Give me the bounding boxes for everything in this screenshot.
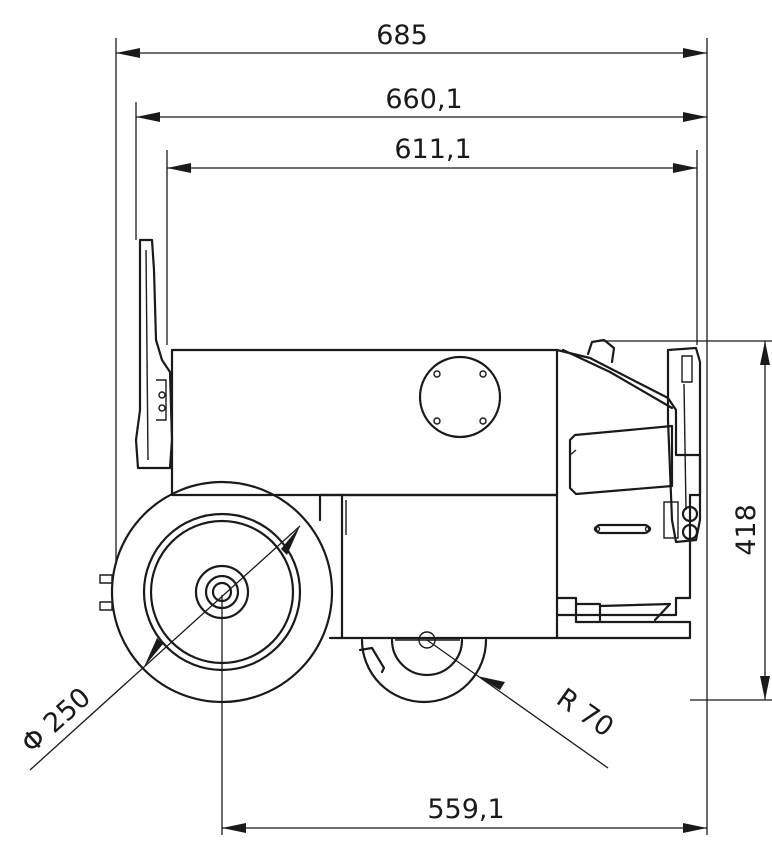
dim-body-width: 611,1	[394, 134, 471, 165]
dim-handle-width: 660,1	[385, 84, 462, 115]
caster-wheel	[358, 631, 488, 704]
access-cover	[418, 355, 502, 439]
upper-housing	[170, 348, 559, 497]
machine-outline	[99, 238, 702, 640]
vent-slot	[594, 523, 651, 535]
dimension-labels: 685 660,1 611,1 559,1 418 Φ 250 R 70	[16, 20, 762, 825]
rear-handle	[134, 238, 174, 470]
display-window	[568, 424, 674, 496]
front-foot	[555, 596, 692, 640]
dim-wheelbase: 559,1	[427, 794, 504, 825]
dim-overall-width: 685	[376, 20, 428, 51]
dim-height: 418	[731, 504, 762, 556]
dimension-lines	[29, 38, 772, 835]
front-handle	[666, 346, 702, 544]
battery-box	[340, 493, 559, 640]
emergency-knob	[586, 338, 616, 364]
control-head	[555, 348, 702, 617]
